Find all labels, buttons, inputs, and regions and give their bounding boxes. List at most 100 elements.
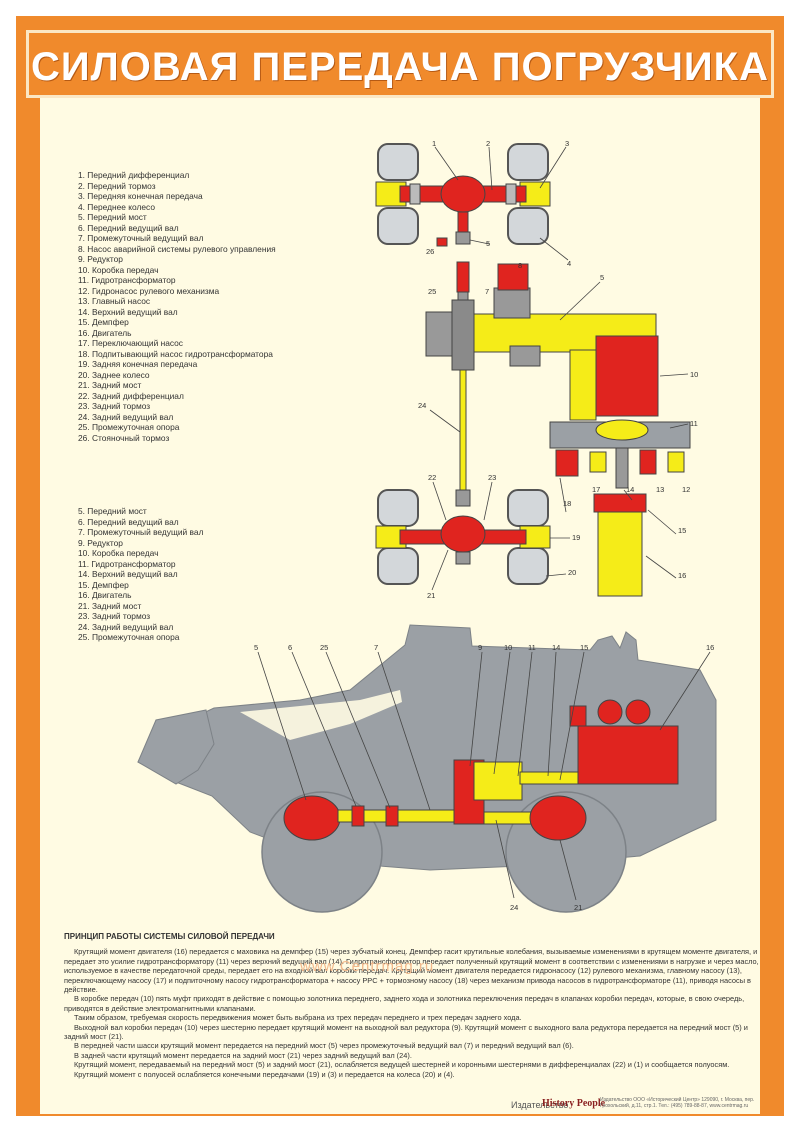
- legend-item: 24. Задний ведущий вал: [78, 411, 174, 422]
- legend-item: 21. Задний мост: [78, 380, 142, 390]
- legend-item: 11. Гидротрансформатор: [78, 558, 176, 569]
- legend-item: 13. Главный насос: [78, 296, 151, 306]
- legend-item: 17. Переключающий насос: [78, 338, 183, 348]
- front-axle-group: [375, 143, 551, 245]
- principle-paragraph: Таким образом, требуемая скорость передв…: [74, 1013, 522, 1023]
- legend-item: 10. Коробка передач: [78, 264, 159, 275]
- legend-item: 5. Передний мост: [78, 212, 147, 222]
- leader-lines-side: [257, 651, 711, 901]
- legend-item: 12. Гидронасос рулевого механизма: [78, 285, 220, 296]
- callout-5: 5: [486, 239, 490, 248]
- legend-item: 11. Гидротрансформатор: [78, 275, 176, 285]
- legend-item: 14. Верхний ведущий вал: [78, 306, 178, 317]
- principle-paragraph: Выходной вал коробки передач (10) через …: [64, 1022, 748, 1042]
- legend-item: 22. Задний дифференциал: [78, 390, 184, 401]
- legend-item: 21. Задний мост: [78, 600, 142, 611]
- principle-paragraph: Крутящий момент с полуосей ослабляется к…: [74, 1069, 455, 1079]
- callout-16: 16: [678, 571, 686, 580]
- side-gearbox: [473, 761, 523, 801]
- publisher-prefix: Издательство: [511, 1100, 569, 1110]
- callout-20: 20: [568, 568, 576, 577]
- callout-26: 26: [426, 247, 434, 256]
- callout-4: 4: [567, 259, 571, 268]
- callout-2: 2: [486, 139, 490, 148]
- side-callout-9: 9: [478, 643, 482, 652]
- front-drive-shaft: [436, 211, 471, 315]
- publisher-logo: History People: [542, 1098, 606, 1109]
- front-differential: [440, 175, 486, 213]
- callout-1: 1: [432, 139, 436, 148]
- side-callout-11: 11: [528, 643, 536, 652]
- callout-13: 13: [656, 485, 664, 494]
- callout-19: 19: [572, 533, 580, 542]
- leader-lines-top: [429, 146, 689, 591]
- legend-item: 15. Демпфер: [78, 579, 129, 590]
- legend-item: 23. Задний тормоз: [78, 401, 151, 411]
- principle-paragraph: Крутящий момент двигателя (16) передаетс…: [64, 947, 759, 995]
- side-rear-axle: [529, 795, 587, 841]
- legend-item: 8. Насос аварийной системы рулевого упра…: [78, 243, 276, 254]
- gearbox: [595, 335, 659, 417]
- legend-item: 16. Двигатель: [78, 590, 132, 600]
- side-callout-15: 15: [580, 643, 588, 652]
- principle-paragraph: В задней части крутящий момент передаетс…: [74, 1050, 412, 1060]
- legend-item: 25. Промежуточная опора: [78, 632, 180, 642]
- callout-23: 23: [488, 473, 496, 482]
- principle-paragraph: Крутящий момент, передаваемый на передни…: [74, 1060, 730, 1070]
- front-wheel-left-bottom: [377, 207, 419, 245]
- legend-item: 16. Двигатель: [78, 327, 132, 338]
- watermark: www.Centrmag.ru: [300, 958, 435, 975]
- callout-11: 11: [690, 419, 698, 428]
- legend-item: 26. Стояночный тормоз: [78, 432, 170, 443]
- callout-12: 12: [682, 485, 690, 494]
- legend-item: 6. Передний ведущий вал: [78, 222, 179, 233]
- legend-item: 7. Промежуточный ведущий вал: [78, 527, 204, 537]
- legend-item: 6. Передний ведущий вал: [78, 516, 179, 527]
- side-callout-21: 21: [574, 903, 582, 912]
- front-wheel-right-bottom: [507, 207, 549, 245]
- legend-item: 14. Верхний ведущий вал: [78, 569, 178, 579]
- legend-item: 10. Коробка передач: [78, 548, 159, 558]
- side-callout-25: 25: [320, 643, 328, 652]
- side-callout-24: 24: [510, 903, 518, 912]
- legend-item: 18. Подпитывающий насос гидротрансформат…: [78, 348, 273, 359]
- side-callout-7: 7: [374, 643, 378, 652]
- legend-item: 25. Промежуточная опора: [78, 422, 180, 432]
- callout-17: 17: [592, 485, 600, 494]
- callout-15: 15: [678, 526, 686, 535]
- front-brake-left: [409, 183, 421, 205]
- rear-axle-group: [375, 489, 551, 585]
- callout-3: 3: [565, 139, 569, 148]
- rear-drive-shaft: [459, 369, 467, 493]
- legend-item: 4. Переднее колесо: [78, 201, 155, 212]
- legend-item: 15. Демпфер: [78, 317, 129, 327]
- side-callout-5: 5: [254, 643, 258, 652]
- rear-differential: [440, 515, 486, 553]
- front-brake-right: [505, 183, 517, 205]
- front-wheel-right-top: [507, 143, 549, 181]
- callout-5b: 5: [600, 273, 604, 282]
- legend-item: 24. Задний ведущий вал: [78, 621, 174, 632]
- callout-8: 8: [518, 261, 522, 270]
- callout-21: 21: [427, 591, 435, 600]
- transmission-group: [425, 263, 691, 489]
- callout-7: 7: [485, 287, 489, 296]
- side-front-axle: [283, 795, 341, 841]
- side-engine: [577, 725, 679, 785]
- side-callout-6: 6: [288, 643, 292, 652]
- legend-item: 2. Передний тормоз: [78, 180, 156, 191]
- page-title: СИЛОВАЯ ПЕРЕДАЧА ПОГРУЗЧИКА: [31, 45, 769, 89]
- principle-paragraph: В коробке передач (10) пять муфт приходя…: [64, 994, 745, 1013]
- title-bar: СИЛОВАЯ ПЕРЕДАЧА ПОГРУЗЧИКА: [26, 30, 774, 98]
- principle-paragraph: В передней части шасси крутящий момент п…: [74, 1041, 574, 1051]
- legend-item: 9. Редуктор: [78, 537, 123, 548]
- callout-25: 25: [428, 287, 436, 296]
- callout-10: 10: [690, 370, 698, 379]
- legend-item: 1. Передний дифференциал: [78, 170, 190, 180]
- principle-title: ПРИНЦИП РАБОТЫ СИСТЕМЫ СИЛОВОЙ ПЕРЕДАЧИ: [64, 932, 275, 941]
- publisher-fine-print: Издательство ООО «Исторический Центр» 12…: [600, 1097, 755, 1109]
- loader-side-view: [137, 624, 717, 913]
- side-callout-16: 16: [706, 643, 714, 652]
